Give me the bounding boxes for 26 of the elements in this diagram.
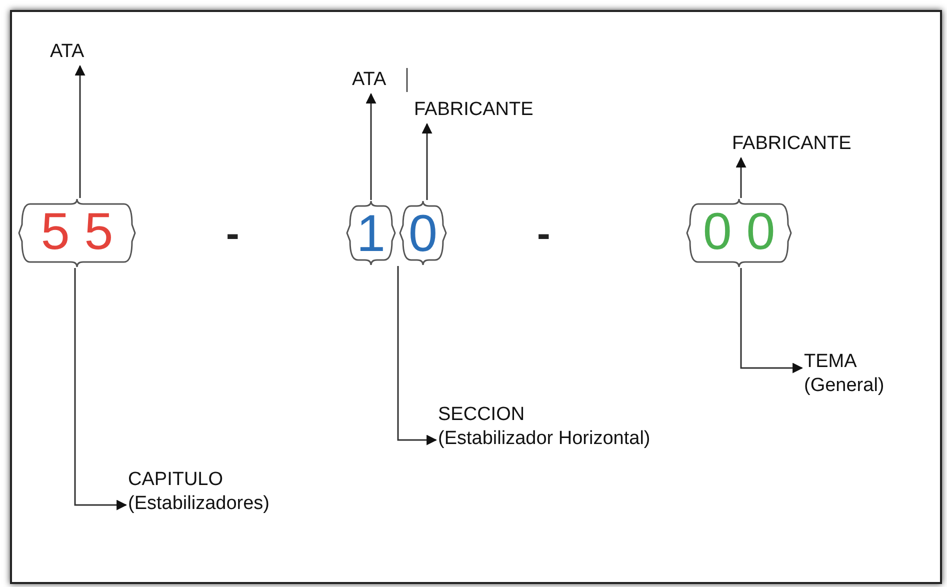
code-digits: 5 5	[40, 202, 114, 262]
leader-arrow	[422, 122, 432, 200]
label-text: (General)	[804, 374, 886, 398]
leader-arrow	[74, 268, 128, 510]
leader-arrow	[74, 64, 86, 198]
code-digits: 1	[356, 204, 386, 264]
label-text: FABRICANTE	[732, 132, 852, 156]
curly-bracket	[18, 198, 136, 268]
label-text: ATA	[50, 40, 86, 64]
label-text: (Estabilizador Horizontal)	[438, 427, 652, 451]
label-text: TEMA	[804, 350, 858, 374]
label-text: ATA	[352, 68, 388, 92]
dash-separator: -	[226, 212, 240, 257]
code-digits: 0 0	[702, 202, 776, 262]
leader-arrow	[366, 92, 376, 200]
dash-separator: -	[537, 212, 550, 257]
code-digits: 0	[408, 204, 438, 264]
label-text: CAPITULO	[128, 468, 224, 492]
leader-arrow	[736, 156, 746, 198]
curly-bracket	[686, 198, 792, 268]
label-text: (Estabilizadores)	[128, 492, 270, 516]
label-text: SECCION	[438, 403, 526, 427]
curly-bracket	[346, 200, 396, 266]
leader-arrow	[740, 268, 804, 374]
curly-bracket	[399, 200, 447, 266]
label-text: FABRICANTE	[414, 98, 534, 122]
